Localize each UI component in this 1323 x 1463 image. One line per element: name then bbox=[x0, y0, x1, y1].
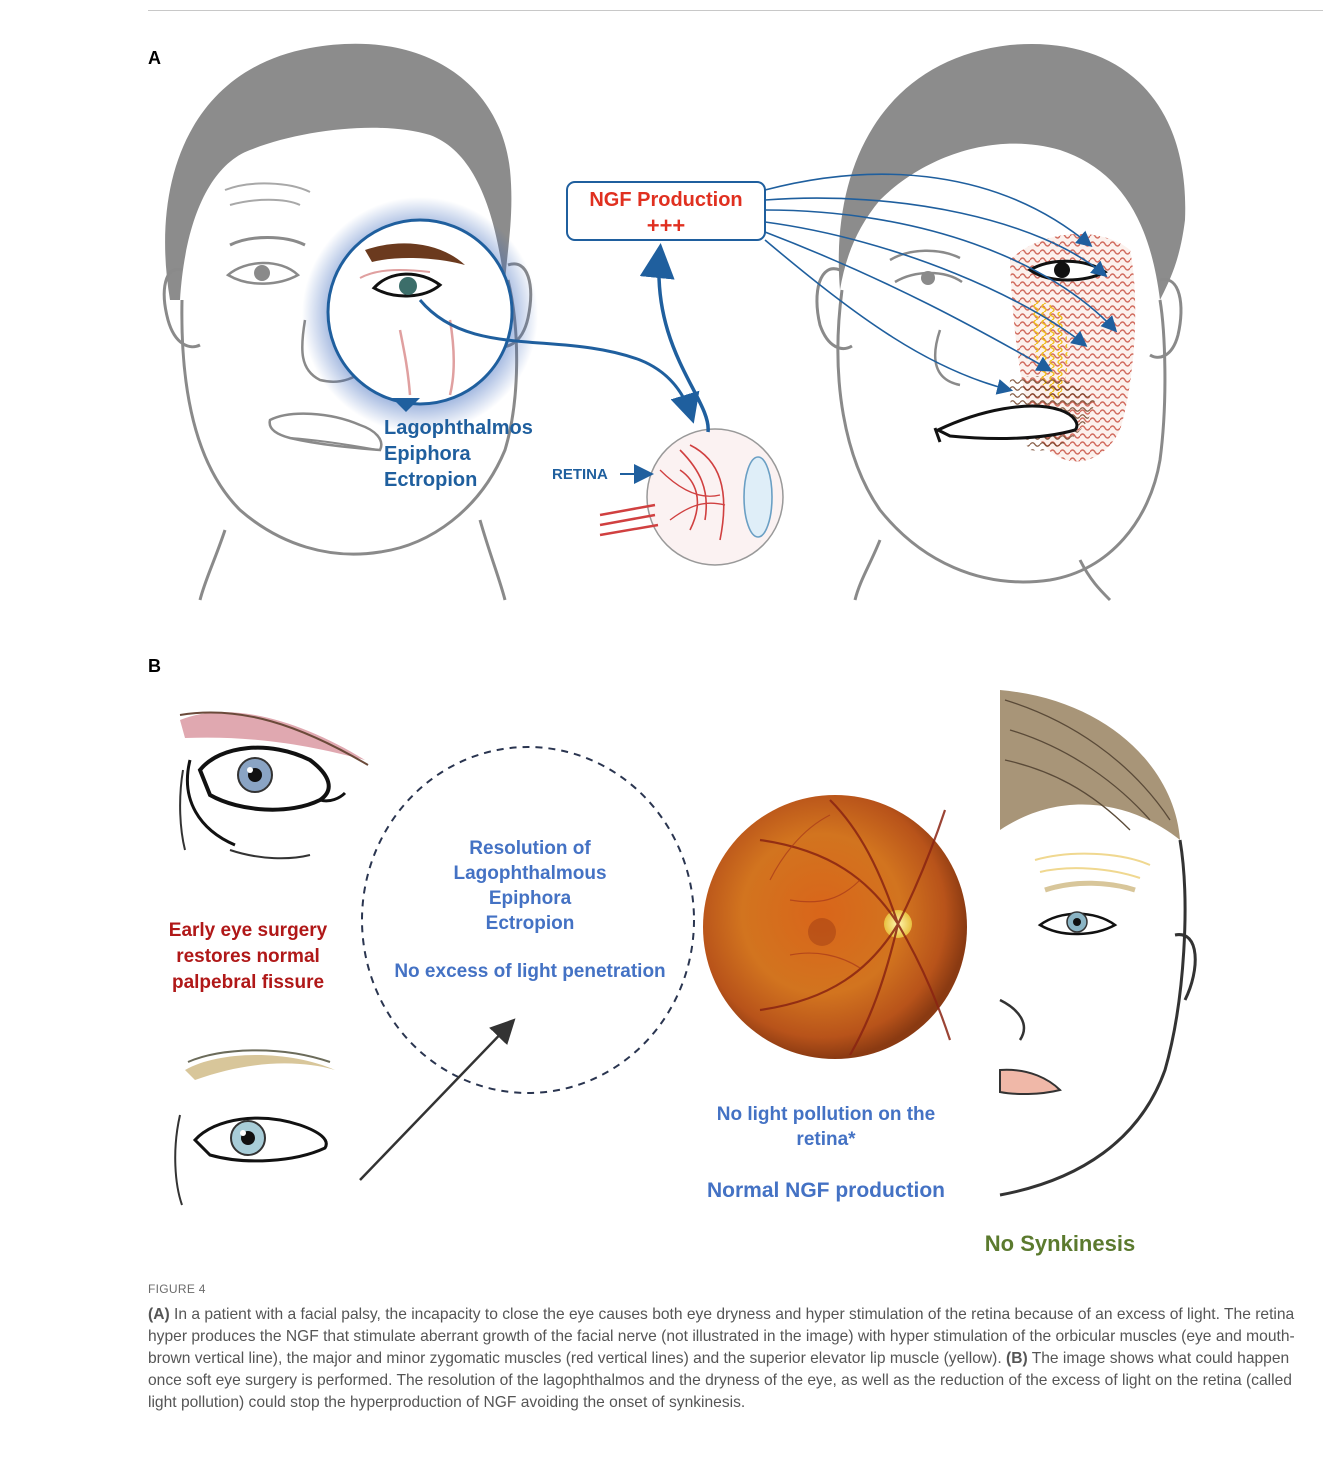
retina-fundus-image bbox=[703, 795, 967, 1059]
normal-ngf-text: Normal NGF production bbox=[707, 1179, 945, 1202]
ngf-production-plus: +++ bbox=[647, 213, 686, 238]
outcome-arrow bbox=[360, 1022, 512, 1180]
resolution-text-line: Epiphora bbox=[489, 888, 572, 909]
resolution-text-line: Resolution of bbox=[469, 838, 591, 859]
figure-caption: FIGURE 4 (A) In a patient with a facial … bbox=[148, 1282, 1313, 1414]
surgery-text-line: Early eye surgery bbox=[169, 920, 328, 941]
symptom-label: Lagophthalmos bbox=[384, 417, 533, 439]
surgery-text-line: restores normal bbox=[176, 946, 320, 967]
retina-label: RETINA bbox=[552, 466, 608, 483]
panel-b-letter: B bbox=[148, 656, 161, 676]
caption-a-marker: (A) bbox=[148, 1306, 170, 1323]
damaged-eye-drawing bbox=[180, 712, 368, 858]
retina-eyeball-illustration bbox=[600, 429, 783, 565]
caption-b-marker: (B) bbox=[1006, 1350, 1028, 1367]
no-light-pollution-text: No light pollution on the bbox=[717, 1104, 935, 1125]
resolution-text-line: Lagophthalmous bbox=[453, 863, 606, 884]
resolution-text-line: Ectropion bbox=[486, 913, 575, 934]
no-light-pollution-text: retina* bbox=[796, 1129, 856, 1150]
figure-illustration: A B Lagophthalmos Epiphora Ectropion bbox=[0, 0, 1323, 1275]
healthy-half-face-drawing bbox=[1000, 690, 1195, 1195]
ngf-production-title: NGF Production bbox=[589, 189, 742, 211]
light-penetration-text: No excess of light penetration bbox=[394, 961, 665, 982]
panel-a-letter: A bbox=[148, 48, 161, 68]
caption-text: (A) In a patient with a facial palsy, th… bbox=[148, 1304, 1313, 1414]
symptom-label: Ectropion bbox=[384, 469, 477, 491]
symptom-label: Epiphora bbox=[384, 443, 472, 465]
ngf-arrow bbox=[659, 250, 708, 432]
magnified-eye-lens bbox=[302, 197, 538, 433]
surgery-text-line: palpebral fissure bbox=[172, 972, 324, 993]
figure-label: FIGURE 4 bbox=[148, 1282, 1313, 1296]
muscle-hyperstimulation-zones bbox=[935, 234, 1135, 461]
no-synkinesis-text: No Synkinesis bbox=[985, 1231, 1135, 1256]
healthy-eye-drawing bbox=[175, 1050, 335, 1205]
